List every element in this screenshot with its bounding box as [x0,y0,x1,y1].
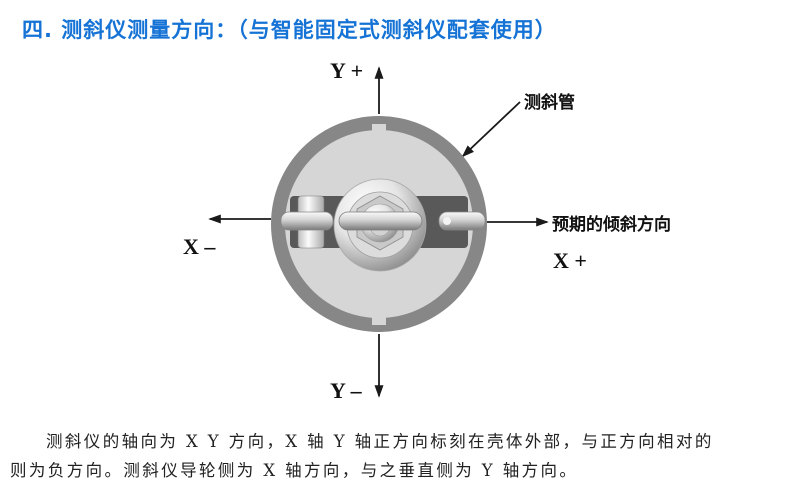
description-paragraph: 测斜仪的轴向为 X Y 方向，X 轴 Y 轴正方向标刻在壳体外部，与正方向相对的… [10,427,785,485]
y-minus-label: Y – [330,378,362,403]
section-title: 四. 测斜仪测量方向：（与智能固定式测斜仪配套使用） [22,18,557,42]
inclinometer-probe [280,178,486,272]
y-plus-label: Y + [330,58,364,83]
description-line-2: 则为负方向。测斜仪导轮侧为 X 轴方向，与之垂直侧为 Y 轴方向。 [10,461,579,480]
casing-label: 测斜管 [524,93,575,113]
inclinometer-direction-diagram [208,66,549,398]
x-minus-label: X – [183,234,216,259]
casing-pointer-arrow [461,101,521,158]
expected-tilt-direction-label: 预期的倾斜方向 [552,215,671,235]
description-line-1: 测斜仪的轴向为 X Y 方向，X 轴 Y 轴正方向标刻在壳体外部，与正方向相对的 [46,432,714,451]
x-plus-label: X + [553,248,587,273]
